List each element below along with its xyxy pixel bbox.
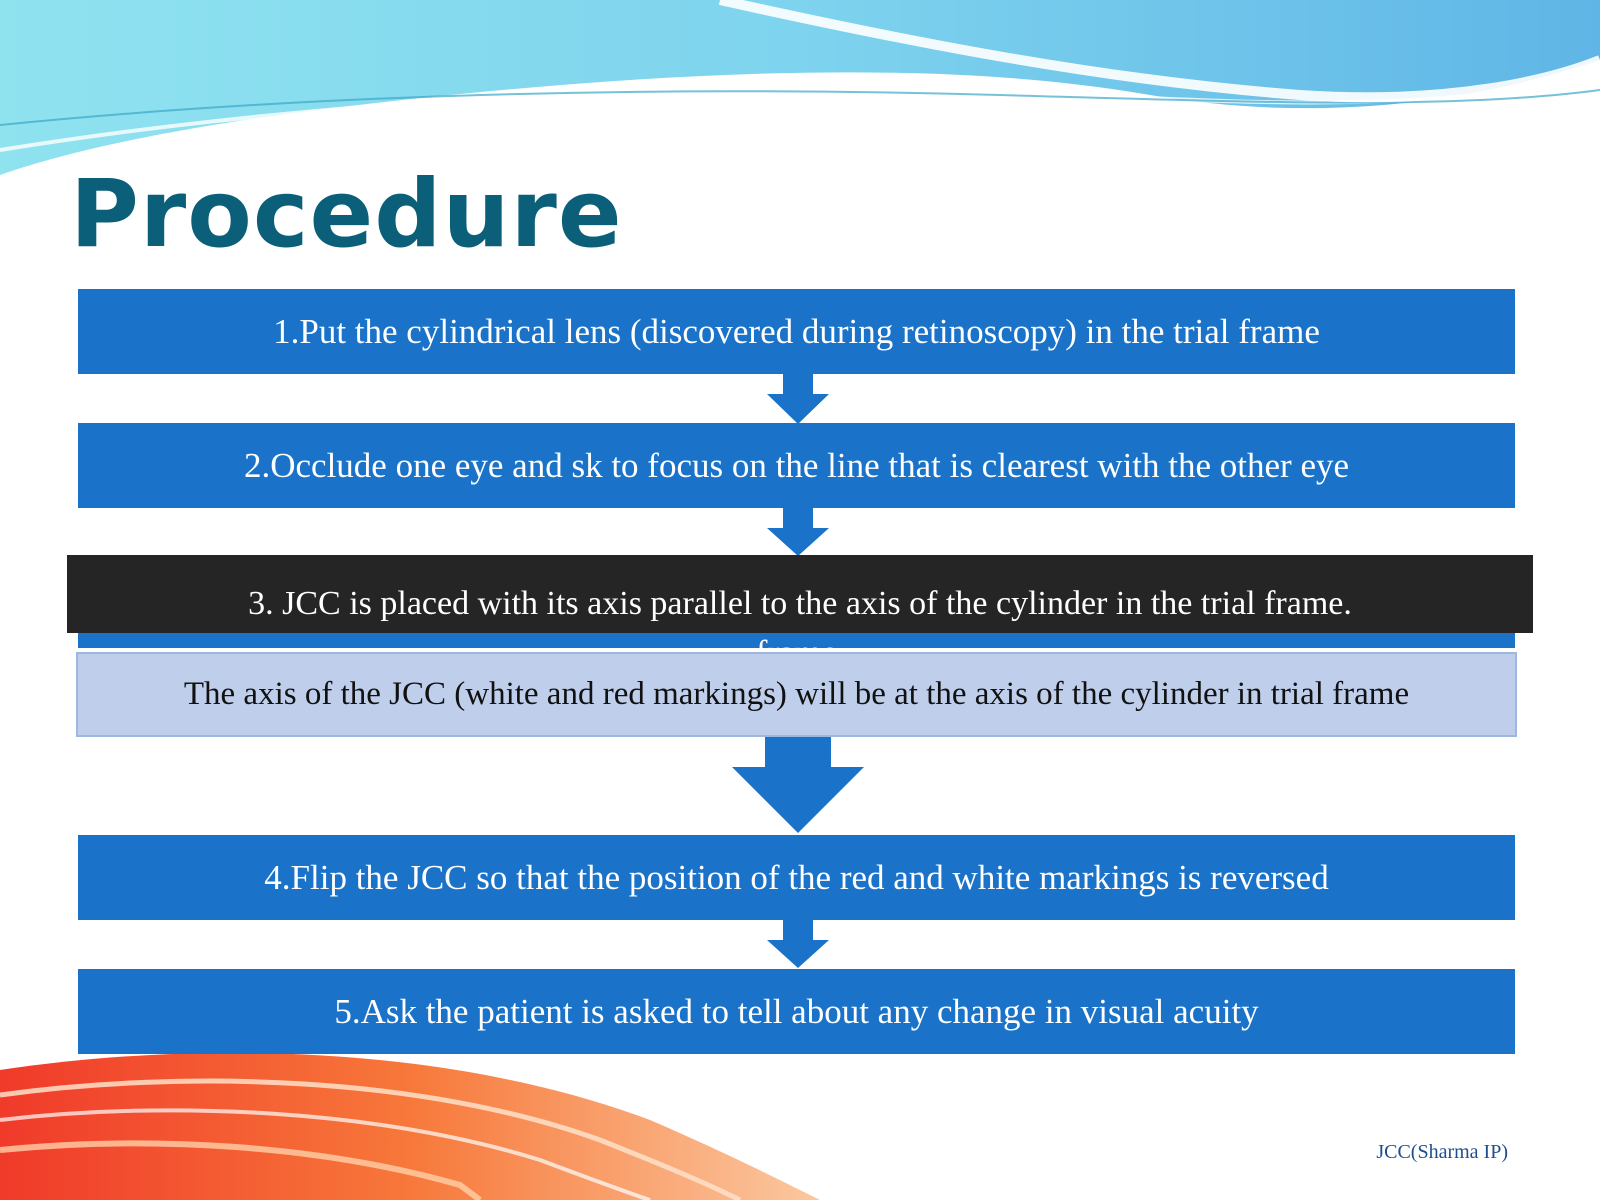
- step-1-text: 1.Put the cylindrical lens (discovered d…: [273, 311, 1320, 351]
- arrow-1-to-2: [767, 374, 829, 424]
- step-5-box: 5.Ask the patient is asked to tell about…: [78, 969, 1515, 1054]
- arrow-2-to-3: [767, 508, 829, 556]
- step-3-text-fragment: frame: [756, 635, 838, 648]
- step-4-text: 4.Flip the JCC so that the position of t…: [264, 857, 1329, 897]
- bottom-wave: [0, 1052, 820, 1200]
- step-3-detail-box: The axis of the JCC (white and red marki…: [76, 652, 1517, 737]
- step-2-box: 2.Occlude one eye and sk to focus on the…: [78, 423, 1515, 508]
- top-wave: [0, 0, 1600, 175]
- step-2-text: 2.Occlude one eye and sk to focus on the…: [243, 445, 1350, 485]
- step-4-box: 4.Flip the JCC so that the position of t…: [78, 835, 1515, 920]
- caption-text: 3. JCC is placed with its axis parallel …: [248, 585, 1352, 622]
- arrow-4-to-5: [767, 920, 829, 968]
- arrow-3-to-4: [732, 737, 864, 833]
- step-3-detail-text: The axis of the JCC (white and red marki…: [183, 676, 1410, 712]
- footer-credit: JCC(Sharma IP): [1376, 1141, 1508, 1163]
- step-1-box: 1.Put the cylindrical lens (discovered d…: [78, 289, 1515, 374]
- caption-overlay: 3. JCC is placed with its axis parallel …: [67, 555, 1533, 633]
- slide-title: Procedure: [70, 160, 623, 269]
- step-5-text: 5.Ask the patient is asked to tell about…: [334, 991, 1259, 1031]
